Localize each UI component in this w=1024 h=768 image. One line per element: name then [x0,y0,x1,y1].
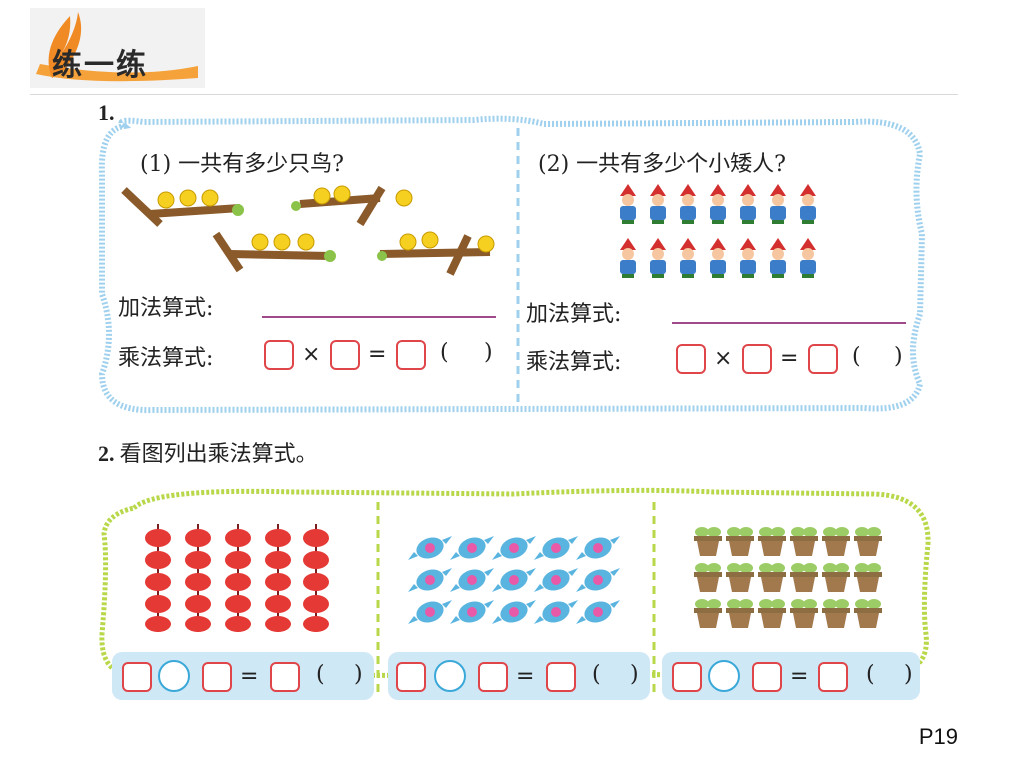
q1-part2-question: (2) 一共有多少个小矮人? [538,152,786,177]
q1-part2-result-box[interactable] [808,344,838,374]
page-number: P19 [918,724,958,749]
paren-close: ) [894,344,903,369]
paren-close: ) [354,662,363,687]
paren-close: ) [630,662,639,687]
q2-answer-strip-1 [112,652,374,700]
paren-close: ) [484,340,493,365]
paren-open: ( [316,662,325,687]
equals-sign: = [368,342,387,367]
paren-open: ( [440,340,449,365]
paren-open: ( [592,662,601,687]
q1-part2-add-label: 加法算式: [526,302,622,327]
page-title: 练一练 [52,48,148,83]
q1-part2-factor1-box[interactable] [676,344,706,374]
times-sign: × [714,346,733,371]
equals-sign: = [790,664,809,689]
q2a-factor1-box[interactable] [122,662,152,692]
q2c-factor1-box[interactable] [672,662,702,692]
dwarf-icon [620,184,816,278]
paren-open: ( [852,344,861,369]
q2b-operator-circle[interactable] [434,660,466,692]
q1-part2-mul-label: 乘法算式: [526,350,622,375]
paren-close: ) [904,662,913,687]
q2a-operator-circle[interactable] [158,660,190,692]
q1-part1-factor1-box[interactable] [264,340,294,370]
q1-part1-add-label: 加法算式: [118,296,214,321]
equals-sign: = [780,346,799,371]
q1-part1-result-box[interactable] [396,340,426,370]
q1-frame [98,115,926,414]
q1-part1-question: (1) 一共有多少只鸟? [140,152,344,177]
q2c-factor2-box[interactable] [752,662,782,692]
bird-branch-icon [121,185,495,276]
header-divider [30,94,958,95]
candy-icon [408,534,620,627]
plant-pot-icon [694,527,882,628]
q2a-factor2-box[interactable] [202,662,232,692]
lantern-icon [145,524,330,633]
q2b-factor2-box[interactable] [478,662,508,692]
q2-heading: 2. 看图列出乘法算式。 [98,436,318,468]
q2b-factor1-box[interactable] [396,662,426,692]
title-badge [30,8,205,88]
q2b-result-box[interactable] [546,662,576,692]
q1-number: 1. [98,100,115,125]
q2c-operator-circle[interactable] [708,660,740,692]
times-sign: × [302,342,321,367]
q2c-result-box[interactable] [818,662,848,692]
q1-part2-add-answer-line[interactable] [672,322,906,324]
q1-part2-factor2-box[interactable] [742,344,772,374]
q1-part1-add-answer-line[interactable] [262,316,496,318]
equals-sign: = [516,664,535,689]
q2-number: 2. [98,441,115,466]
q2-answer-strip-2 [388,652,650,700]
q1-part1-mul-label: 乘法算式: [118,346,214,371]
q1-part1-factor2-box[interactable] [330,340,360,370]
paren-open: ( [866,662,875,687]
q2a-result-box[interactable] [270,662,300,692]
q2-frame [99,487,931,694]
feather-icon [48,12,82,78]
q2-text: 看图列出乘法算式。 [119,442,318,467]
equals-sign: = [240,664,259,689]
q2-answer-strip-3 [662,652,920,700]
